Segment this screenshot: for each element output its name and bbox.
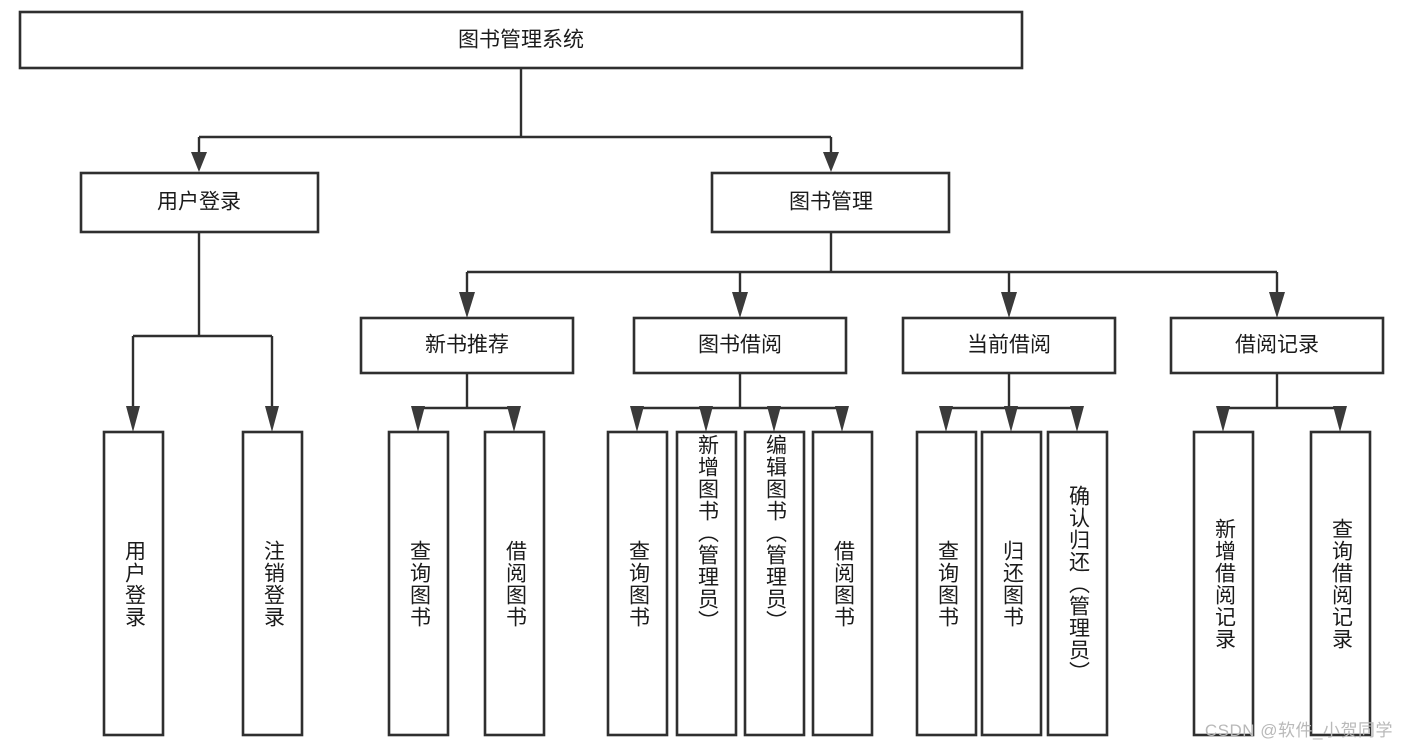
arrow-head-leaf-b4 [835, 406, 849, 432]
leaf-box-borrow-record-2[interactable] [1309, 430, 1372, 737]
node-book-borrow-label: 图书借阅 [698, 334, 782, 357]
node-new-book-recommend[interactable]: 新书推荐 [359, 316, 575, 375]
connector-book-borrow-to-leaves [630, 373, 849, 432]
connector-borrow-record-to-leaves [1216, 373, 1347, 432]
arrow-head-leaf-b2 [699, 406, 713, 432]
arrow-head-current-borrow [1001, 292, 1017, 318]
node-borrow-record[interactable]: 借阅记录 [1169, 316, 1385, 375]
leaf-box-current-borrow-2[interactable] [980, 430, 1043, 737]
leaf-box-current-borrow-3[interactable] [1046, 430, 1109, 737]
node-current-borrow-label: 当前借阅 [967, 334, 1051, 357]
arrow-head-borrow-record [1269, 292, 1285, 318]
connector-book-manage-to-level3 [459, 232, 1285, 318]
leaf-box-user-login-2[interactable] [241, 430, 304, 737]
node-book-borrow[interactable]: 图书借阅 [632, 316, 848, 375]
leaf-box-book-borrow-1[interactable] [606, 430, 669, 737]
leaf-box-new-book-2[interactable] [483, 430, 546, 737]
node-borrow-record-label: 借阅记录 [1235, 334, 1319, 357]
arrow-head-leaf-c2 [1004, 406, 1018, 432]
node-book-borrow-box[interactable] [632, 316, 848, 375]
arrow-head-leaf-r2 [1333, 406, 1347, 432]
node-current-borrow[interactable]: 当前借阅 [901, 316, 1117, 375]
arrow-head-leaf-u2 [265, 406, 279, 432]
arrow-head-leaf-c3 [1070, 406, 1084, 432]
node-user-login[interactable]: 用户登录 [79, 171, 320, 234]
connector-new-book-to-leaves [411, 373, 521, 432]
arrow-head-leaf-r1 [1216, 406, 1230, 432]
leaf-box-book-borrow-3[interactable] [743, 430, 806, 737]
node-book-manage-box[interactable] [710, 171, 951, 234]
arrow-head-new-book [459, 292, 475, 318]
arrow-head-leaf-n1 [411, 406, 425, 432]
connector-user-login-to-leaves [126, 232, 279, 432]
arrow-head-leaf-u1 [126, 406, 140, 432]
connector-current-borrow-to-leaves [939, 373, 1084, 432]
node-book-manage-label: 图书管理 [789, 191, 873, 214]
leaf-box-borrow-record-1[interactable] [1192, 430, 1255, 737]
node-new-book-recommend-label: 新书推荐 [425, 334, 509, 357]
arrow-head-leaf-b1 [630, 406, 644, 432]
node-root-box[interactable] [18, 10, 1024, 70]
arrow-head-leaf-n2 [507, 406, 521, 432]
watermark-text: CSDN @软件_小贺同学 [1204, 721, 1393, 740]
arrow-head-book-manage [823, 152, 839, 172]
connector-root-to-level2 [191, 68, 839, 172]
leaf-box-book-borrow-4[interactable] [811, 430, 874, 737]
leaf-box-user-login-1[interactable] [102, 430, 165, 737]
arrow-head-leaf-b3 [767, 406, 781, 432]
node-root-label: 图书管理系统 [458, 29, 584, 52]
leaf-box-current-borrow-1[interactable] [915, 430, 978, 737]
leaf-box-book-borrow-2[interactable] [675, 430, 738, 737]
node-current-borrow-box[interactable] [901, 316, 1117, 375]
node-user-login-label: 用户登录 [157, 191, 241, 214]
node-new-book-recommend-box[interactable] [359, 316, 575, 375]
arrow-head-book-borrow [732, 292, 748, 318]
arrow-head-user-login [191, 152, 207, 172]
node-borrow-record-box[interactable] [1169, 316, 1385, 375]
node-root[interactable]: 图书管理系统 [18, 10, 1024, 70]
node-book-manage[interactable]: 图书管理 [710, 171, 951, 234]
leaf-box-new-book-1[interactable] [387, 430, 450, 737]
arrow-head-leaf-c1 [939, 406, 953, 432]
